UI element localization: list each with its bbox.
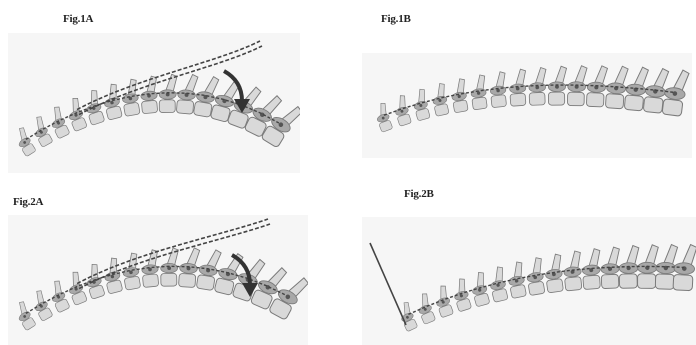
fig-1b-spine-illustration <box>362 33 692 163</box>
vertebral-body <box>662 99 683 117</box>
fig-2a-panel <box>8 207 308 345</box>
vertebral-body <box>123 102 140 116</box>
fig-1a-label: Fig.1A <box>63 13 93 25</box>
vertebral-body <box>510 284 527 298</box>
vertebral-body <box>565 276 582 291</box>
vertebral-body <box>491 95 507 108</box>
fig-2b-panel <box>362 207 696 345</box>
vertebral-body <box>528 281 545 295</box>
fig-1a-spine-illustration <box>8 33 300 173</box>
vertebral-body <box>178 273 195 287</box>
vertebral-body <box>546 278 563 292</box>
vertebral-body <box>176 100 194 114</box>
vertebral-body <box>159 100 175 113</box>
fig-2a-spine-illustration <box>8 207 308 345</box>
vertebral-body <box>142 274 158 288</box>
vertebral-body <box>529 92 545 105</box>
vertebral-body <box>583 275 601 290</box>
vertebral-body <box>548 92 564 105</box>
vertebral-body <box>124 276 141 290</box>
vertebral-body <box>453 100 468 113</box>
vertebral-body <box>601 274 619 288</box>
fig-1a-panel <box>8 33 300 173</box>
vertebral-body <box>510 93 526 106</box>
vertebral-body <box>196 275 215 291</box>
vertebral-body <box>193 101 212 117</box>
vertebral-body <box>605 94 624 109</box>
vertebral-body <box>673 274 693 290</box>
vertebral-body <box>624 95 643 111</box>
fig-2b-spine-illustration <box>362 207 696 345</box>
vertebral-body <box>472 97 488 110</box>
vertebral-body <box>619 274 637 289</box>
vertebral-body <box>141 100 157 114</box>
fig-1b-label: Fig.1B <box>381 13 411 25</box>
fig-1b-panel <box>362 33 692 163</box>
vertebral-body <box>643 97 663 114</box>
vertebral-body <box>586 93 604 107</box>
fig-2b-label: Fig.2B <box>404 188 434 200</box>
vertebral-body <box>638 274 656 289</box>
vertebral-body <box>567 92 584 106</box>
vertebral-body <box>655 274 674 289</box>
vertebral-body <box>161 273 177 286</box>
